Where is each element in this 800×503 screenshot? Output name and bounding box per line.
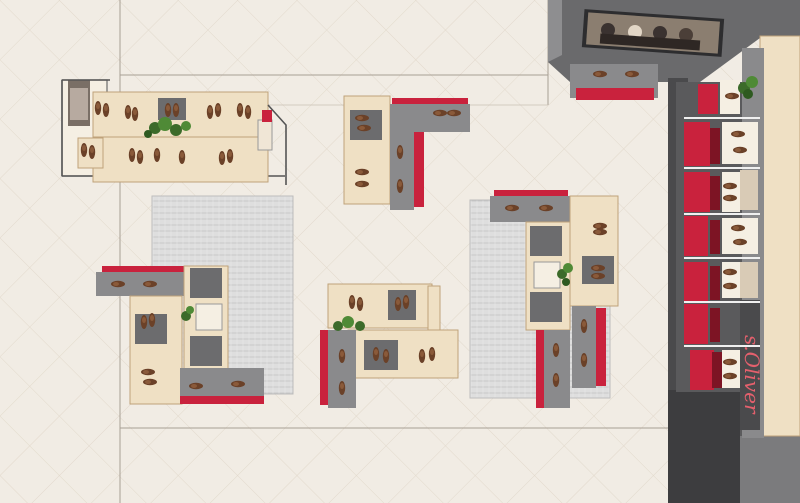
wall-shelf-right: s.Oliver — [676, 35, 800, 438]
table-center-bottom — [320, 283, 459, 408]
plant-icon — [333, 316, 365, 331]
table-center-top — [343, 95, 470, 210]
seat-icon — [158, 98, 186, 120]
brand-logo: s.Oliver — [740, 335, 764, 415]
table-left-bottom — [96, 265, 264, 405]
plant-icon — [181, 306, 194, 321]
plant-icon — [738, 76, 758, 99]
floor-boundary — [119, 0, 668, 503]
poster-image — [581, 9, 725, 57]
plant-icon — [557, 263, 573, 286]
table-top-left — [61, 79, 287, 185]
table-right-middle — [490, 190, 619, 408]
display-top-right — [570, 64, 658, 100]
plant-icon — [144, 117, 191, 138]
